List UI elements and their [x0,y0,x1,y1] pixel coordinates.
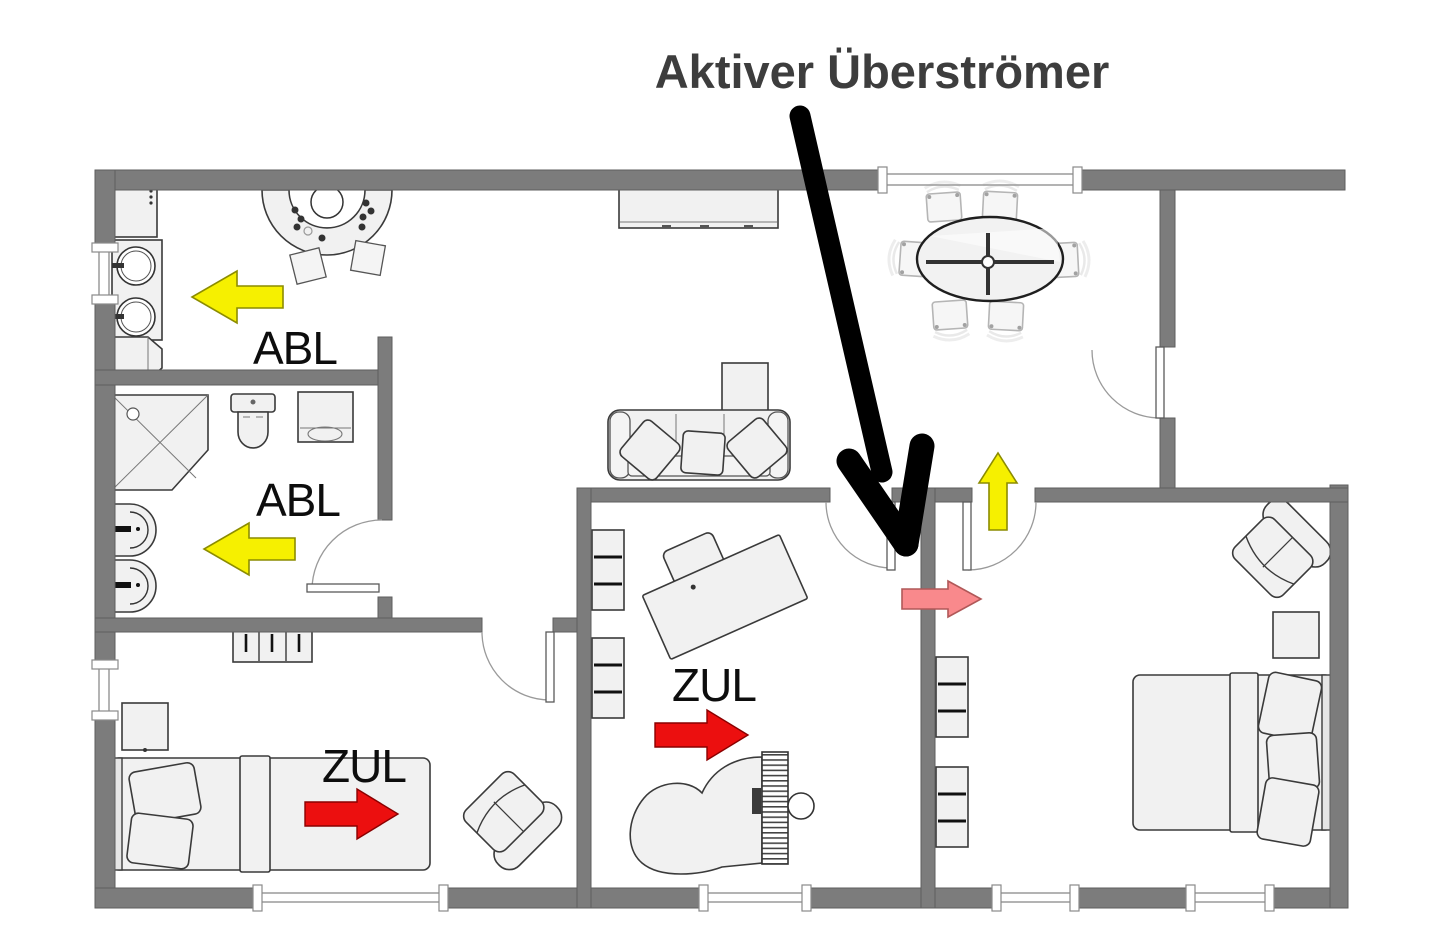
sofa-pillow [726,417,788,479]
window [991,884,1080,912]
transfer-arrow-right-icon [901,579,983,619]
kitchen-column [310,185,344,219]
bookshelf [591,637,625,719]
door-bathroom [306,519,383,593]
armchair [1223,492,1338,607]
sofa-pillow [619,419,681,481]
office-furniture [591,529,815,875]
window [91,659,119,721]
wall-left [94,299,116,664]
bedroom-left-furniture [111,629,569,877]
piano-music-stand [752,788,761,814]
wall-utility-bath-divider [94,369,393,386]
wall-top-left [94,169,886,191]
wall-dining-right [1159,189,1176,348]
dining-chair [979,178,1021,223]
bed-blanket-fold [1229,672,1259,833]
abl-label-bathroom: ABL [256,474,340,526]
bathroom-furniture [109,391,354,613]
window [1185,884,1275,912]
shower-head-icon [126,407,140,421]
bookshelf [935,766,969,848]
sofa [607,409,791,481]
abl-arrow-bathroom-icon [202,521,296,577]
bathroom-washer [297,391,354,443]
sofa-pillow [680,430,726,476]
zul-arrow-bedroom-icon [304,787,400,841]
kitchen-stool [289,247,327,285]
dining-chair [985,299,1027,344]
utility-room-furniture [107,184,163,381]
piano-stool [787,792,815,820]
wall-bath-right [377,336,393,521]
kitchen-counter [261,185,393,285]
faucet-icon [115,526,131,532]
wall-left [94,169,116,247]
abl-label-utility: ABL [253,322,337,374]
kitchen-round-counter [261,189,393,256]
nightstand [121,702,169,751]
windows [91,166,1275,912]
zul-arrow-office-icon [654,708,750,762]
wall-bottom [1074,887,1191,909]
window [252,884,449,912]
flow-labels: ABL ABL ZUL ZUL [253,322,757,792]
exhaust-arrows [190,269,1019,577]
faucet-icon [115,582,131,588]
sideboard [618,187,779,229]
wall-bottom [806,887,997,909]
living-room-furniture [607,187,791,481]
bookshelf [935,656,969,738]
zul-label-bedroom: ZUL [322,740,406,792]
wall-bottom [94,887,258,909]
bed-blanket-fold [239,755,271,873]
piano-keyboard [761,751,789,865]
page-title: Aktiver Überströmer [655,45,1110,98]
kitchen-stool [349,239,387,277]
armchair [454,762,569,877]
dining-chair [922,179,965,224]
wall-center [920,487,936,909]
bathroom-sink [109,503,157,557]
window [91,242,119,305]
window [698,884,812,912]
bed-pillow [1257,671,1323,743]
wall-top-right [1074,169,1346,191]
bathroom-sink [109,559,157,613]
grand-piano [629,751,815,875]
door-dining [1091,346,1165,419]
zul-label-office: ZUL [672,659,756,711]
dining-furniture [886,178,1092,344]
abl-arrow-utility-icon [190,269,284,325]
bookshelf [591,529,625,611]
wall-left [94,714,116,909]
wall-corridor-top [934,487,973,503]
wall-bedroom-right-top [1034,487,1349,503]
dining-chair [929,298,972,343]
walls [94,169,1349,909]
wall-bottom [443,887,704,909]
bed-double [1132,671,1333,847]
supply-arrows [304,708,750,841]
bed-pillow [1256,777,1320,847]
wall-dining-right [1159,417,1176,489]
wall-bedroom-left-top [94,617,483,633]
toilet-bowl [237,411,269,449]
active-transfer-arrow-icon [789,105,935,557]
bed-pillow [126,812,194,870]
door-bedroom-left [481,631,555,703]
door-corridor-dining [962,501,1037,571]
transfer-arrow-up-icon [977,451,1019,531]
bed-double [111,755,431,873]
wall-office-left [576,487,592,909]
desk [642,534,808,660]
wall-right [1329,484,1349,909]
window [877,166,1083,194]
wall-office-top [590,487,831,503]
nightstand [1272,611,1320,659]
desk-group [642,532,808,660]
bedroom-right-furniture [935,492,1338,848]
